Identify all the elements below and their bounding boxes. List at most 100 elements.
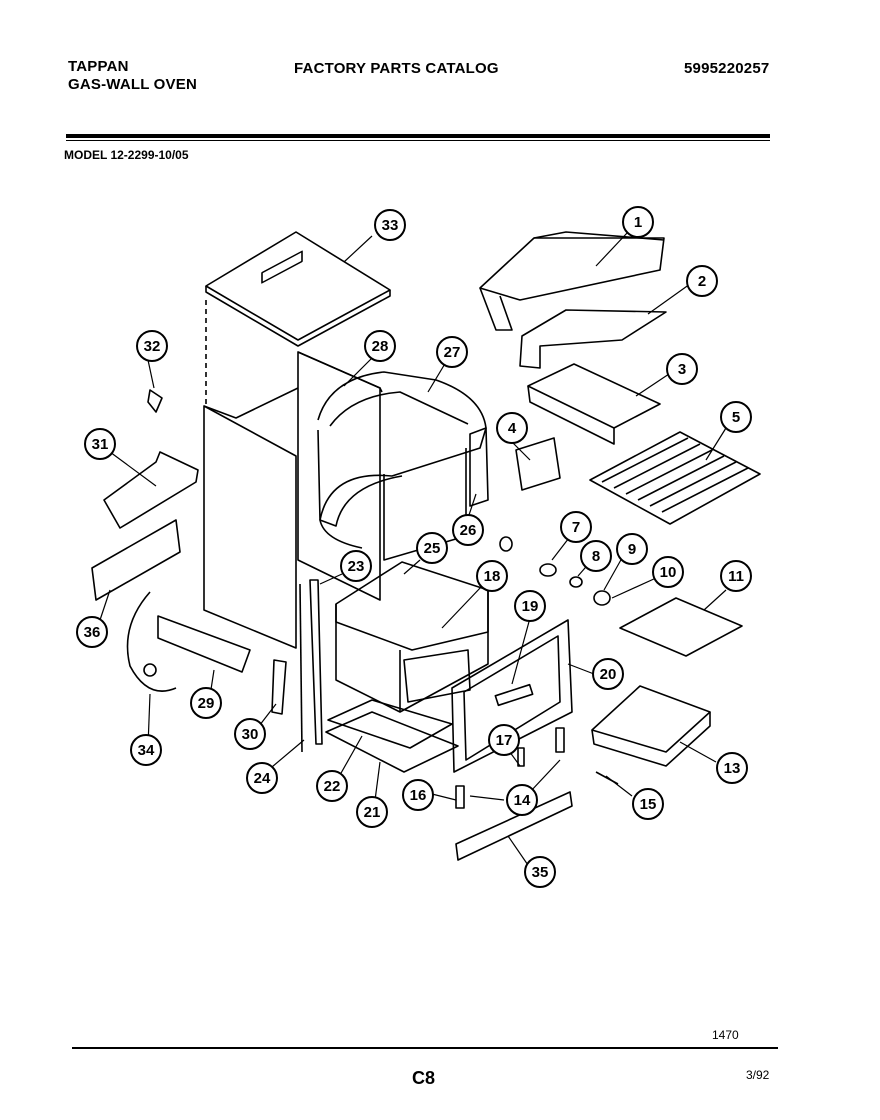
callout-label: 18 <box>484 568 501 585</box>
part-wire-harness <box>126 591 177 692</box>
callout-label: 32 <box>144 338 161 355</box>
callout-1: 1 <box>622 206 654 238</box>
callout-10: 10 <box>652 556 684 588</box>
callout-label: 7 <box>572 519 580 536</box>
callout-label: 17 <box>496 732 513 749</box>
callout-circle <box>130 734 162 766</box>
part-plate <box>91 519 181 601</box>
callout-33: 33 <box>374 209 406 241</box>
callout-circle <box>136 330 168 362</box>
callout-label: 30 <box>242 726 259 743</box>
callout-14: 14 <box>506 784 538 816</box>
part-insulation <box>317 371 487 527</box>
callout-label: 21 <box>364 804 381 821</box>
callout-label: 26 <box>460 522 477 539</box>
callout-circle <box>436 336 468 368</box>
callout-label: 31 <box>92 436 109 453</box>
header-rule <box>66 134 770 138</box>
callout-13: 13 <box>716 752 748 784</box>
callout-17: 17 <box>488 724 520 756</box>
callout-5: 5 <box>720 401 752 433</box>
callout-16: 16 <box>402 779 434 811</box>
callout-11: 11 <box>720 560 752 592</box>
part-pin <box>455 785 465 809</box>
callout-label: 20 <box>600 666 617 683</box>
callout-label: 8 <box>592 548 600 565</box>
callout-circle <box>720 401 752 433</box>
callout-circle <box>616 533 648 565</box>
callout-label: 36 <box>84 624 101 641</box>
callout-circle <box>246 762 278 794</box>
callout-24: 24 <box>246 762 278 794</box>
callout-label: 11 <box>728 568 744 585</box>
callout-circle <box>666 353 698 385</box>
callout-circle <box>632 788 664 820</box>
callout-circle <box>488 724 520 756</box>
callout-label: 14 <box>514 792 531 809</box>
diagram-code: 1470 <box>712 1028 739 1042</box>
callout-circle <box>652 556 684 588</box>
part-block <box>515 437 561 491</box>
part-hinge <box>271 659 287 715</box>
callout-label: 35 <box>532 864 549 881</box>
callout-label: 15 <box>640 796 657 813</box>
callout-30: 30 <box>234 718 266 750</box>
callout-label: 9 <box>628 541 636 558</box>
part-bottom-panel <box>327 699 453 749</box>
part-clip <box>147 389 163 413</box>
callout-32: 32 <box>136 330 168 362</box>
callout-27: 27 <box>436 336 468 368</box>
callout-label: 2 <box>698 273 706 290</box>
callout-circle <box>506 784 538 816</box>
callout-label: 16 <box>410 787 427 804</box>
callout-label: 33 <box>382 217 399 234</box>
footer-rule <box>72 1047 778 1049</box>
callout-28: 28 <box>364 330 396 362</box>
part-door-handle <box>494 683 534 707</box>
callout-3: 3 <box>666 353 698 385</box>
callout-circle <box>476 560 508 592</box>
part-baffle <box>527 363 661 429</box>
product-name: GAS-WALL OVEN <box>68 76 197 93</box>
callout-label: 27 <box>444 344 461 361</box>
callout-circle <box>356 796 388 828</box>
part-vent-bracket <box>519 309 667 369</box>
callout-23: 23 <box>340 550 372 582</box>
callout-label: 19 <box>522 598 539 615</box>
header-rule-thin <box>66 140 770 141</box>
callout-circle <box>340 550 372 582</box>
callout-circle <box>416 532 448 564</box>
callout-2: 2 <box>686 265 718 297</box>
callout-circle <box>190 687 222 719</box>
part-cabinet-side <box>203 405 297 649</box>
callout-label: 25 <box>424 540 441 557</box>
part-top-panel <box>205 231 391 341</box>
callout-circle <box>686 265 718 297</box>
callout-circle <box>524 856 556 888</box>
part-top-vent <box>479 237 665 301</box>
part-side-panel <box>469 427 489 507</box>
callout-label: 34 <box>138 742 155 759</box>
callout-circle <box>514 590 546 622</box>
callout-circle <box>316 770 348 802</box>
callout-22: 22 <box>316 770 348 802</box>
callout-label: 28 <box>372 338 389 355</box>
callout-circle <box>622 206 654 238</box>
callout-34: 34 <box>130 734 162 766</box>
callout-9: 9 <box>616 533 648 565</box>
callout-29: 29 <box>190 687 222 719</box>
callout-circle <box>560 511 592 543</box>
callout-8: 8 <box>580 540 612 572</box>
part-rail <box>157 615 251 673</box>
callout-20: 20 <box>592 658 624 690</box>
callout-circle <box>402 779 434 811</box>
callout-label: 3 <box>678 361 686 378</box>
callout-label: 24 <box>254 770 271 787</box>
catalog-part-number: 5995220257 <box>684 60 770 77</box>
part-bottom-tray <box>325 711 459 773</box>
callout-label: 22 <box>324 778 341 795</box>
part-mount-bracket <box>103 451 199 529</box>
callout-circle <box>452 514 484 546</box>
callout-21: 21 <box>356 796 388 828</box>
